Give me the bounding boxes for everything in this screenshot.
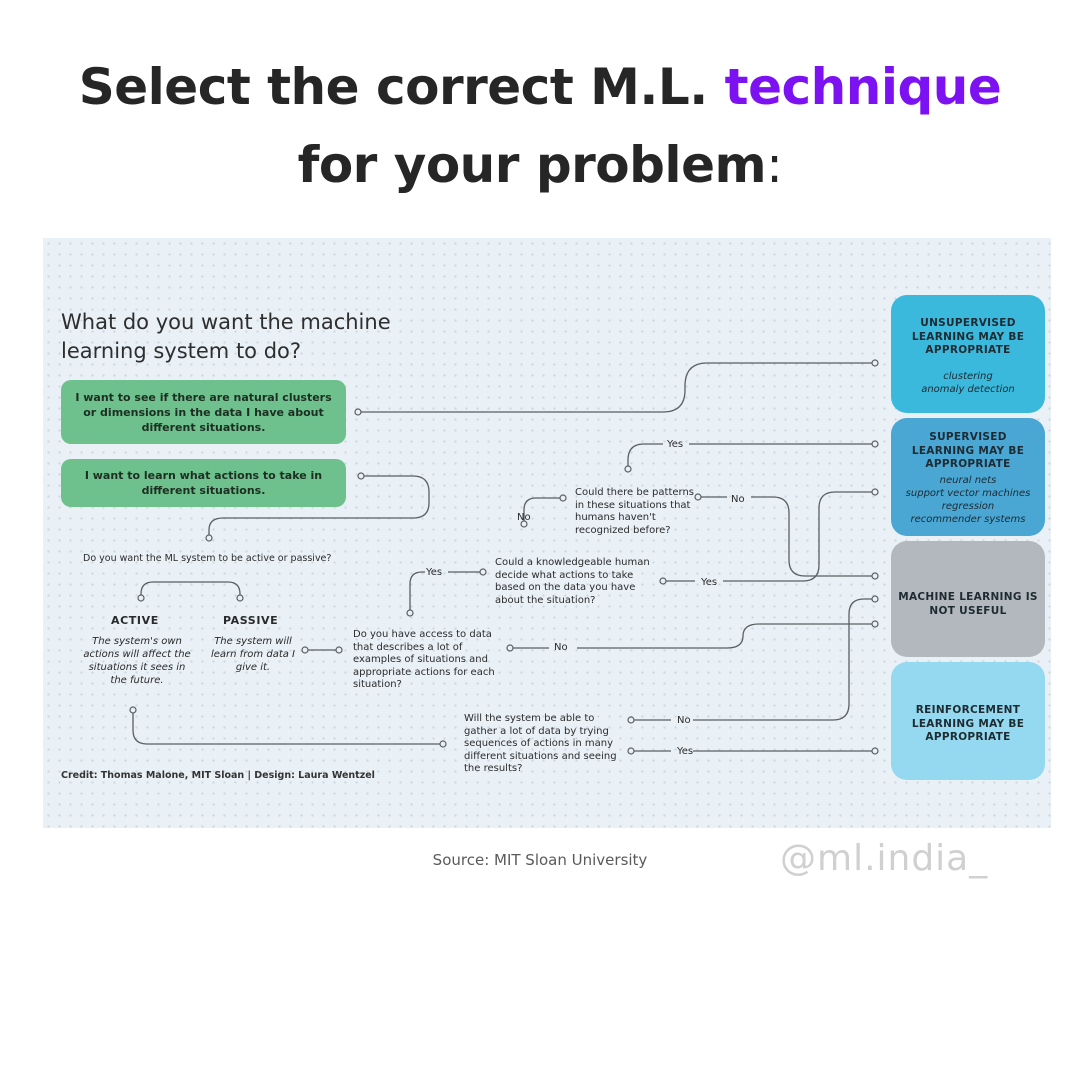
connector-active-passive: [140, 581, 241, 598]
connector-no-notuseful-1: [751, 496, 875, 577]
option-clusters-box: I want to see if there are natural clust…: [61, 380, 346, 444]
headline-text-2: for your problem: [297, 136, 767, 194]
connector-node: [335, 646, 343, 654]
connector-node: [871, 595, 879, 603]
headline-line-1: Select the correct M.L. technique: [0, 58, 1080, 116]
heading-line-2: learning system to do?: [61, 339, 302, 363]
connector-node: [871, 488, 879, 496]
label-no-access: No: [554, 642, 568, 653]
option-actions-box: I want to learn what actions to take in …: [61, 459, 346, 507]
connector-node: [871, 572, 879, 580]
outcome-reinforcement: REINFORCEMENT LEARNING MAY BE APPROPRIAT…: [891, 662, 1045, 780]
label-yes-knowledgeable: Yes: [701, 577, 718, 588]
connector-access-yes: [409, 571, 425, 613]
connector-no-notuseful-3: [693, 598, 875, 721]
headline-colon: :: [766, 136, 783, 194]
connector-actions-question: [208, 475, 430, 538]
outcome-unsupervised-title: UNSUPERVISED LEARNING MAY BE APPROPRIATE: [911, 317, 1025, 356]
connector-node: [205, 534, 213, 542]
label-yes-access: Yes: [426, 567, 443, 578]
connector-node: [520, 520, 528, 528]
question-active-passive: Do you want the ML system to be active o…: [83, 553, 332, 564]
outcome-unsupervised-examples: clustering anomaly detection: [921, 370, 1015, 395]
headline-text: Select the correct M.L.: [78, 58, 709, 116]
active-description: The system's own actions will affect the…: [83, 636, 191, 686]
credit-line: Credit: Thomas Malone, MIT Sloan | Desig…: [61, 770, 375, 781]
connector-node: [624, 465, 632, 473]
connector-node: [357, 472, 365, 480]
heading-line-1: What do you want the machine: [61, 310, 391, 334]
connector-node: [871, 440, 879, 448]
label-yes-patterns: Yes: [667, 439, 684, 450]
connector-node: [659, 577, 667, 585]
outcome-supervised-examples: neural nets support vector machines regr…: [905, 474, 1031, 525]
outcome-supervised: SUPERVISED LEARNING MAY BE APPROPRIATE n…: [891, 418, 1045, 536]
headline-line-2: for your problem:: [0, 136, 1080, 194]
option-actions-text: I want to learn what actions to take in …: [84, 469, 323, 497]
connector-node: [129, 706, 137, 714]
connector-node: [694, 493, 702, 501]
connector-active-gather: [132, 710, 443, 745]
connector-node: [559, 494, 567, 502]
connector-node: [871, 359, 879, 367]
question-data-access: Do you have access to data that describe…: [353, 629, 495, 690]
question-patterns: Could there be patterns in these situati…: [575, 487, 695, 536]
connector-node: [871, 620, 879, 628]
connector-node: [406, 609, 414, 617]
question-knowledgeable-human: Could a knowledgeable human decide what …: [495, 557, 650, 606]
outcome-supervised-title: SUPERVISED LEARNING MAY BE APPROPRIATE: [911, 431, 1025, 470]
connector-clusters-unsupervised: [358, 362, 875, 413]
connector-node: [627, 716, 635, 724]
passive-title: PASSIVE: [223, 614, 279, 627]
outcome-reinforcement-title: REINFORCEMENT LEARNING MAY BE APPROPRIAT…: [911, 704, 1025, 743]
connector-node: [236, 594, 244, 602]
option-clusters-text: I want to see if there are natural clust…: [75, 390, 332, 434]
connector-node: [439, 740, 447, 748]
label-no-gather: No: [677, 715, 691, 726]
connector-knowledgeable-no: [523, 497, 563, 524]
passive-description: The system will learn from data I give i…: [210, 636, 295, 673]
outcome-not-useful-title: MACHINE LEARNING IS NOT USEFUL: [898, 591, 1038, 617]
label-no-knowledgeable: No: [517, 512, 531, 523]
social-handle: @ml.india_: [780, 838, 989, 879]
connector-patterns-yes: [627, 443, 663, 469]
connector-node: [301, 646, 309, 654]
outcome-unsupervised: UNSUPERVISED LEARNING MAY BE APPROPRIATE…: [891, 295, 1045, 413]
active-title: ACTIVE: [111, 614, 159, 627]
headline-accent-word: technique: [724, 58, 1002, 116]
flowchart-panel: What do you want the machine learning sy…: [43, 238, 1051, 828]
source-caption: Source: MIT Sloan University: [432, 851, 648, 869]
connector-node: [871, 747, 879, 755]
question-gather-data: Will the system be able to gather a lot …: [464, 713, 617, 774]
label-no-patterns: No: [731, 494, 745, 505]
flowchart-heading: What do you want the machine learning sy…: [61, 308, 391, 366]
connector-node: [627, 747, 635, 755]
connector-node: [479, 568, 487, 576]
connector-node: [354, 408, 362, 416]
label-yes-gather: Yes: [677, 746, 694, 757]
outcome-not-useful: MACHINE LEARNING IS NOT USEFUL: [891, 541, 1045, 657]
flowchart-connectors: [129, 359, 879, 755]
connector-node: [137, 594, 145, 602]
connector-yes-supervised-2: [723, 491, 875, 582]
connector-no-notuseful-2: [577, 623, 875, 649]
connector-node: [506, 644, 514, 652]
